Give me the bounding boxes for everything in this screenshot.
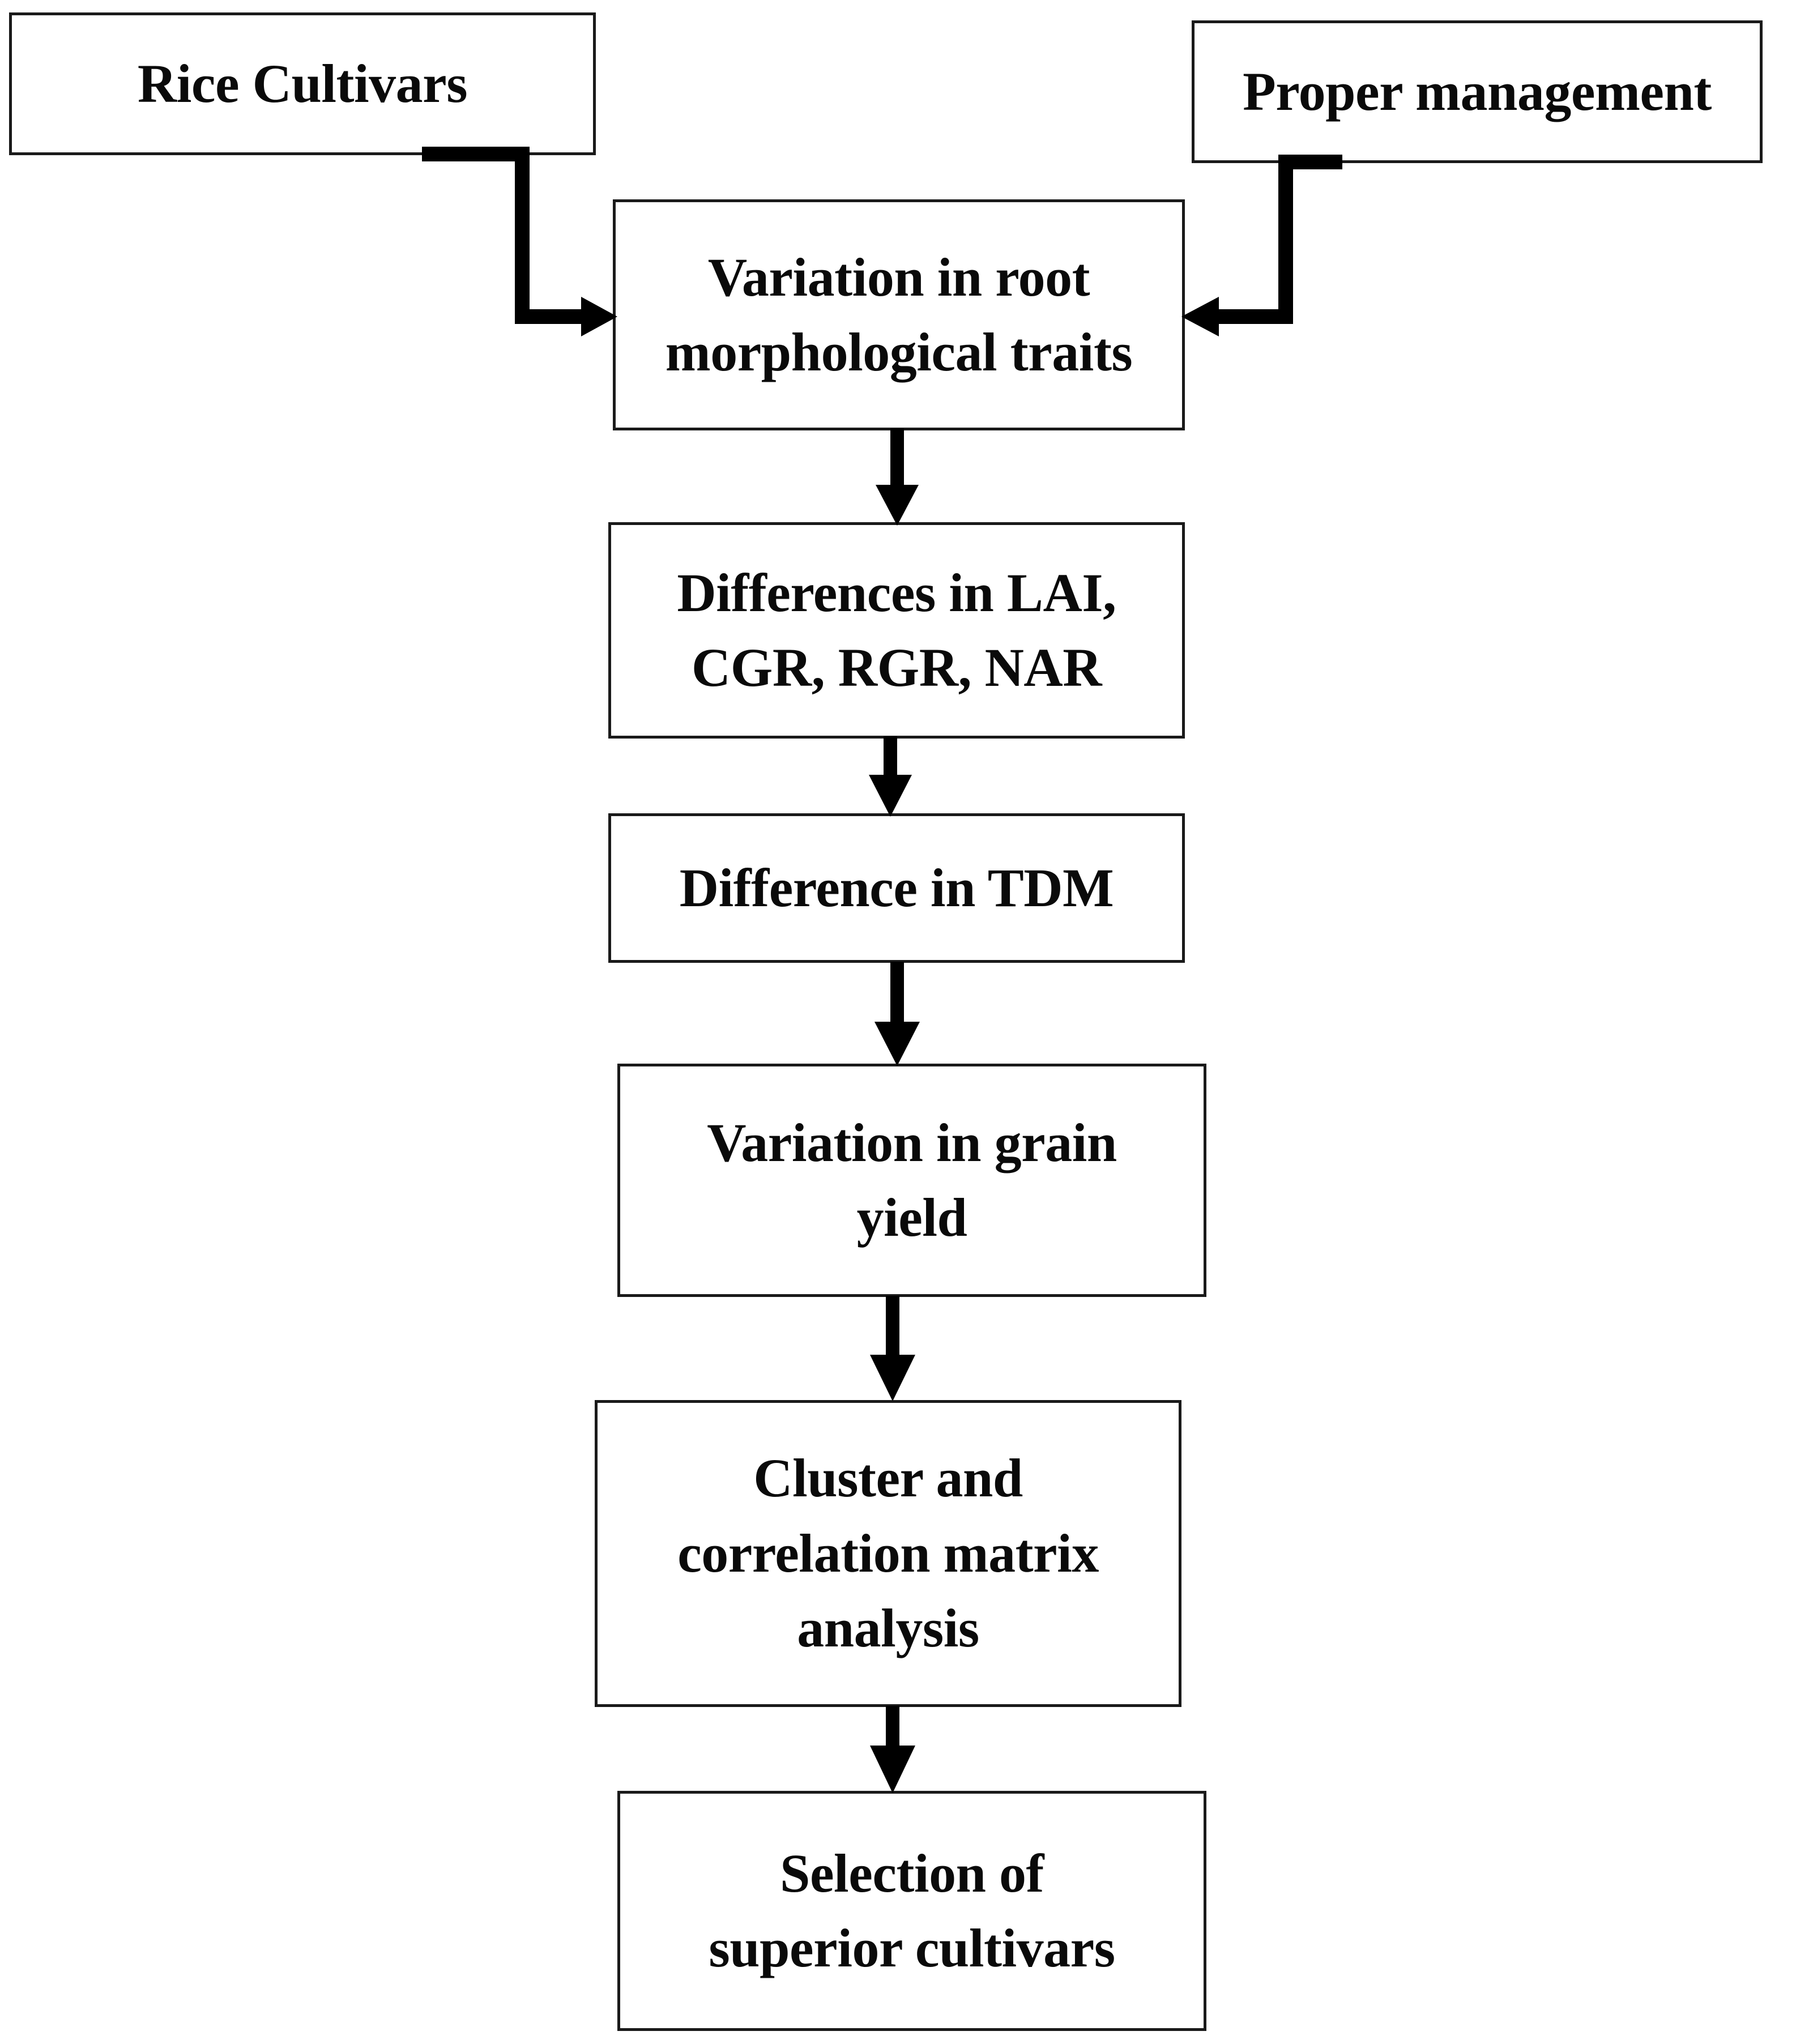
edge-growth-indices-to-tdm bbox=[869, 736, 912, 817]
node-cluster-analysis[interactable]: Cluster and correlation matrix analysis bbox=[595, 1400, 1181, 1707]
node-rice-cultivars-label: Rice Cultivars bbox=[137, 53, 468, 114]
node-growth-indices[interactable]: Differences in LAI, CGR, RGR, NAR bbox=[608, 522, 1185, 739]
node-selection[interactable]: Selection of superior cultivars bbox=[617, 1791, 1206, 2031]
edge-proper-management-to-root-traits bbox=[1181, 155, 1342, 336]
node-rice-cultivars[interactable]: Rice Cultivars bbox=[9, 12, 596, 155]
node-cluster-analysis-label: Cluster and correlation matrix analysis bbox=[677, 1448, 1099, 1659]
edge-root-traits-to-growth-indices bbox=[876, 428, 919, 526]
node-grain-yield-label: Variation in grain yield bbox=[707, 1112, 1117, 1248]
node-grain-yield[interactable]: Variation in grain yield bbox=[617, 1064, 1206, 1297]
edge-rice-cultivars-to-root-traits bbox=[422, 147, 617, 336]
edge-grain-yield-to-cluster-analysis bbox=[870, 1296, 915, 1401]
node-proper-management-label: Proper management bbox=[1243, 61, 1712, 122]
node-growth-indices-label: Differences in LAI, CGR, RGR, NAR bbox=[677, 562, 1116, 698]
node-tdm-label: Difference in TDM bbox=[679, 857, 1114, 918]
edge-cluster-analysis-to-selection bbox=[870, 1706, 915, 1793]
node-selection-label: Selection of superior cultivars bbox=[709, 1842, 1115, 1978]
node-root-traits-label: Variation in root morphological traits bbox=[665, 246, 1133, 382]
edge-tdm-to-grain-yield bbox=[874, 962, 920, 1066]
node-proper-management[interactable]: Proper management bbox=[1192, 20, 1763, 163]
node-tdm[interactable]: Difference in TDM bbox=[608, 813, 1185, 963]
node-root-traits[interactable]: Variation in root morphological traits bbox=[613, 199, 1185, 430]
